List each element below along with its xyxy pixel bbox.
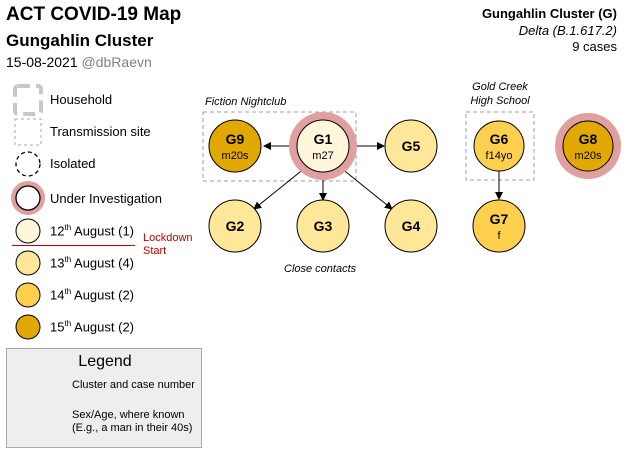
school-site-label: Gold Creek High School [470,81,530,107]
g1-label: G1 [314,131,333,147]
aug15-key-symbol [15,314,41,340]
legend-note-number: Cluster and case number [72,379,195,391]
g9-detail: m20s [222,150,249,162]
g3-node [296,199,350,253]
g6-label: G6 [490,131,509,147]
g4-label: G4 [402,218,421,234]
investigation-key-symbol [15,185,41,211]
g5-label: G5 [402,138,421,154]
close-contacts-label: Close contacts [284,263,357,275]
report-date: 15-08-2021 [6,54,78,70]
aug12-key-symbol [15,218,41,244]
investigation-key-label: Under Investigation [50,191,163,206]
g2-node [208,199,262,253]
isolated-key-symbol [15,151,41,177]
legend-title: Legend [78,353,132,370]
g6-node [473,120,525,172]
g3-label: G3 [314,218,333,234]
edge-g1-g4 [340,167,393,210]
date-line: 15-08-2021 @dbRaevn [6,54,152,70]
aug14-key-symbol [15,282,41,308]
lockdown-line [12,245,135,246]
page-subtitle: Gungahlin Cluster [6,31,154,50]
cluster-variant: Delta (B.1.617.2) [518,23,617,38]
legend-note-detail: Sex/Age, where known (E.g., a man in the… [72,409,193,434]
aug13-key-label: 13th August (4) [50,255,135,271]
g7-node [472,199,526,253]
edge-g1-g2 [253,167,306,210]
g7-detail: f [497,230,501,242]
nightclub-site-label: Fiction Nightclub [205,96,287,108]
aug15-key-label: 15th August (2) [50,319,135,335]
transmission-site-key-symbol [14,118,42,146]
g8-label: G8 [579,131,598,147]
g5-node [384,119,438,173]
aug14-key-label: 14th August (2) [50,287,135,303]
g7-label: G7 [490,211,509,227]
transmission-site-key-label: Transmission site [50,124,151,139]
g2-label: G2 [226,218,245,234]
g1-node [296,119,350,173]
aug13-key-symbol [15,250,41,276]
legend-box: Legend [6,348,202,448]
author-handle: @dbRaevn [81,54,152,70]
isolated-key-label: Isolated [50,156,96,171]
household-key-symbol [13,84,43,116]
page-title: ACT COVID-19 Map [6,4,182,25]
g4-node [384,199,438,253]
cluster-name: Gungahlin Cluster (G) [481,6,617,21]
household-key-label: Household [50,92,113,107]
nightclub-site-box [202,111,357,182]
lockdown-label: Lockdown Start [143,232,193,257]
g8-detail: m20s [575,150,602,162]
school-site-box [465,111,535,181]
g9-label: G9 [226,131,245,147]
g1-detail: m27 [312,150,333,162]
g9-node [208,119,262,173]
cluster-case-count: 9 cases [572,39,617,54]
g6-detail: f14yo [486,150,513,162]
aug12-key-label: 12th August (1) [50,223,135,239]
g8-node [562,120,614,172]
